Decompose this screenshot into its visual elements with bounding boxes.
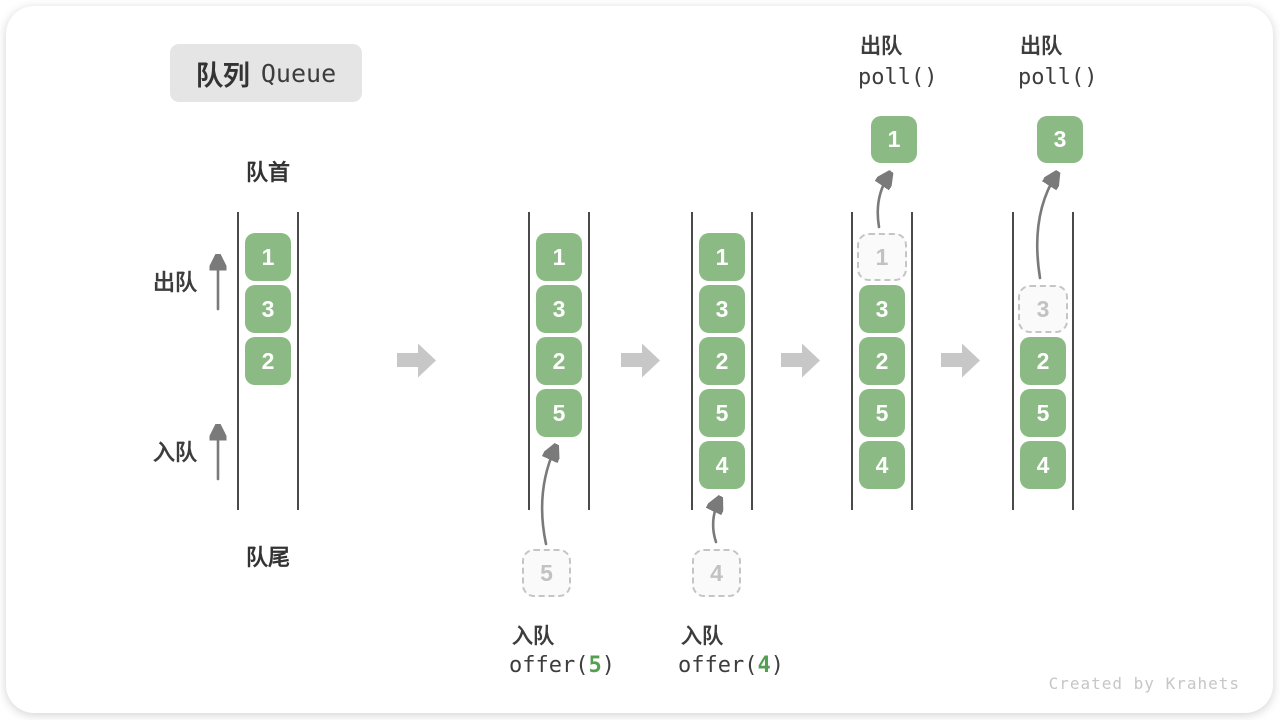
dequeue-caption-zh: 出队 bbox=[1020, 35, 1062, 58]
next-step-arrow-icon bbox=[621, 343, 660, 378]
removed-item-ghost: 1 bbox=[857, 233, 907, 281]
queue-state-3: 1 3 2 5 4 bbox=[691, 212, 753, 510]
code-arg: 5 bbox=[588, 653, 602, 678]
queue-front-label: 队首 bbox=[245, 160, 290, 185]
title-en: Queue bbox=[260, 58, 337, 88]
enqueue-caption-code: offer(5) bbox=[509, 653, 615, 678]
code-fn: offer( bbox=[678, 653, 758, 678]
staged-item: 5 bbox=[522, 549, 571, 597]
queue-state-2: 1 3 2 5 bbox=[528, 212, 590, 510]
title-zh: 队列 bbox=[195, 60, 250, 91]
queue-item: 3 bbox=[536, 285, 582, 333]
dequeue-caption-code: poll() bbox=[858, 65, 938, 90]
queue-item: 5 bbox=[1020, 389, 1066, 437]
title-badge: 队列 Queue bbox=[170, 44, 362, 102]
queue-state-5: 3 2 5 4 bbox=[1012, 212, 1074, 510]
enqueue-caption-code: offer(4) bbox=[678, 653, 784, 678]
enqueue-caption-zh: 入队 bbox=[681, 625, 723, 648]
queue-item: 2 bbox=[859, 337, 905, 385]
queue-item: 4 bbox=[859, 441, 905, 489]
dequeue-side-label: 出队 bbox=[153, 270, 198, 295]
queue-item: 5 bbox=[699, 389, 745, 437]
queue-item: 5 bbox=[859, 389, 905, 437]
queue-item: 3 bbox=[245, 285, 291, 333]
queue-state-4: 1 3 2 5 4 bbox=[851, 212, 913, 510]
removed-item-ghost: 3 bbox=[1018, 285, 1068, 333]
credit-text: Created by Krahets bbox=[1048, 674, 1240, 693]
code-fn: offer( bbox=[509, 653, 589, 678]
staged-item: 4 bbox=[692, 549, 741, 597]
code-arg: 4 bbox=[757, 653, 771, 678]
queue-item: 2 bbox=[536, 337, 582, 385]
queue-item: 2 bbox=[245, 337, 291, 385]
queue-state-1: 1 3 2 bbox=[237, 212, 299, 510]
next-step-arrow-icon bbox=[397, 343, 436, 378]
popped-item: 3 bbox=[1037, 116, 1083, 163]
queue-item: 2 bbox=[1020, 337, 1066, 385]
queue-item: 1 bbox=[245, 233, 291, 281]
queue-item: 1 bbox=[536, 233, 582, 281]
queue-item: 2 bbox=[699, 337, 745, 385]
enqueue-caption-zh: 入队 bbox=[512, 625, 554, 648]
queue-item: 3 bbox=[699, 285, 745, 333]
queue-rear-label: 队尾 bbox=[245, 545, 290, 570]
next-step-arrow-icon bbox=[941, 343, 980, 378]
enqueue-side-label: 入队 bbox=[153, 440, 198, 465]
queue-item: 5 bbox=[536, 389, 582, 437]
code-close: ) bbox=[601, 653, 615, 678]
queue-item: 4 bbox=[1020, 441, 1066, 489]
popped-item: 1 bbox=[871, 116, 917, 163]
queue-item: 3 bbox=[859, 285, 905, 333]
next-step-arrow-icon bbox=[781, 343, 820, 378]
queue-item: 1 bbox=[699, 233, 745, 281]
queue-item: 4 bbox=[699, 441, 745, 489]
dequeue-caption-zh: 出队 bbox=[860, 35, 902, 58]
dequeue-caption-code: poll() bbox=[1018, 65, 1098, 90]
code-close: ) bbox=[770, 653, 784, 678]
